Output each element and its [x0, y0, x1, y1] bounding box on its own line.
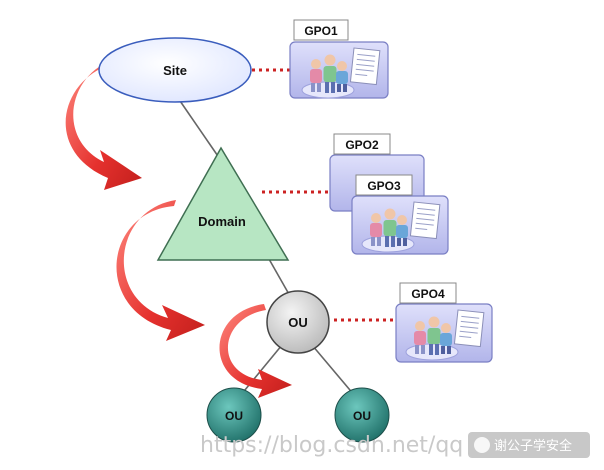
ou-child-left-label: OU: [225, 409, 243, 423]
connector-ou-right-child: [311, 344, 356, 397]
watermark-brand-text: 谢公子学安全: [494, 438, 572, 454]
site-label: Site: [163, 63, 187, 78]
ou-parent-node: OU: [266, 290, 330, 354]
ou-parent-label: OU: [288, 315, 308, 330]
watermark-url: https://blog.csdn.net/qq: [200, 433, 463, 458]
inheritance-arrows: [65, 60, 292, 398]
domain-label: Domain: [198, 214, 246, 229]
connector-site-domain: [177, 97, 223, 163]
ou-child-right-node: OU: [334, 387, 390, 443]
gpo3-label: GPO3: [367, 179, 401, 193]
curved-arrow-icon: [65, 60, 142, 190]
domain-node: Domain: [156, 146, 290, 261]
gpo2-label: GPO2: [345, 138, 379, 152]
wechat-icon: [474, 437, 490, 453]
curved-arrow-icon: [219, 304, 292, 398]
gpo1-card: GPO1: [289, 19, 389, 99]
gpo-links: [252, 68, 396, 322]
ou-child-left-node: OU: [206, 387, 262, 443]
curved-arrow-icon: [116, 200, 205, 341]
watermark-brand: 谢公子学安全: [468, 432, 590, 458]
gpo1-label: GPO1: [304, 24, 338, 38]
gpo4-label: GPO4: [411, 287, 445, 301]
site-node: Site: [98, 37, 252, 103]
gpo4-card: GPO4: [395, 282, 493, 363]
gpo3-card: GPO3: [351, 174, 449, 255]
ou-child-right-label: OU: [353, 409, 371, 423]
